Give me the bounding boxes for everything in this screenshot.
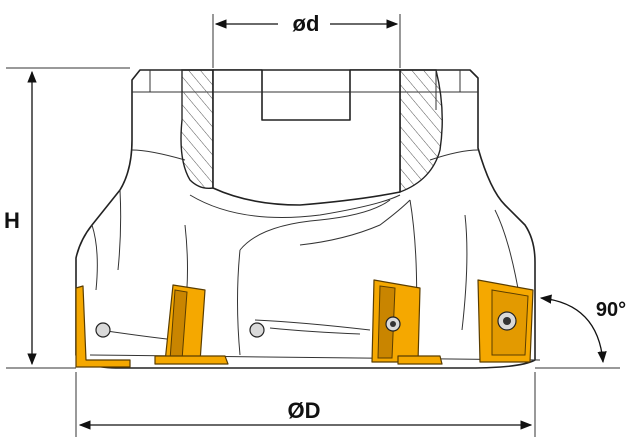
insert-1 bbox=[75, 285, 131, 368]
body-hole-mid bbox=[249, 322, 265, 338]
dim-outer: ØD bbox=[75, 372, 536, 437]
angle-label: 90° bbox=[596, 299, 626, 321]
insert-5 bbox=[477, 279, 534, 363]
dim-height: H bbox=[4, 67, 130, 369]
bore-wall-right bbox=[399, 69, 443, 194]
outer-diameter-label: ØD bbox=[288, 398, 321, 423]
bore-section bbox=[180, 69, 443, 206]
dim-bore: ød bbox=[212, 6, 401, 68]
insert-4 bbox=[371, 279, 443, 365]
dim-angle: 90° bbox=[535, 294, 626, 369]
body-hole-left bbox=[95, 322, 111, 338]
bore-diameter-label: ød bbox=[293, 11, 320, 36]
height-label: H bbox=[4, 208, 20, 233]
bore-wall-left bbox=[180, 69, 214, 190]
bore-keyway bbox=[212, 69, 401, 206]
insert-3 bbox=[154, 355, 229, 365]
insert-2 bbox=[164, 284, 206, 363]
flutes bbox=[89, 189, 541, 361]
